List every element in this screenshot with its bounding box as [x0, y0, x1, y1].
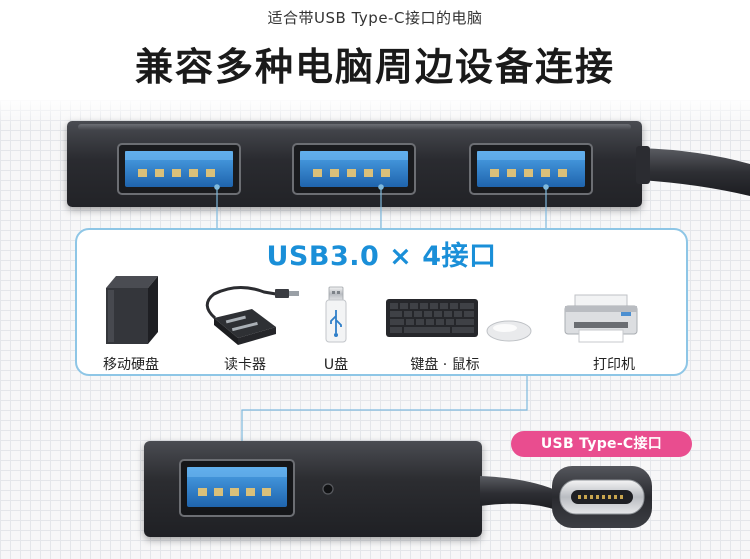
- type-c-connector-icon: [552, 466, 652, 528]
- usb-port: [179, 459, 295, 517]
- indicator-led: [322, 483, 334, 495]
- usb-port: [117, 143, 241, 195]
- card-reader-icon: [205, 286, 299, 345]
- usb-flash-drive-icon: [325, 286, 347, 343]
- device-label: 读卡器: [224, 357, 266, 373]
- page-title: 兼容多种电脑周边设备连接: [134, 45, 615, 89]
- subtitle: 适合带USB Type-C接口的电脑: [267, 9, 483, 27]
- hub-top-highlight: [78, 124, 631, 130]
- usb-port: [292, 143, 416, 195]
- hub-cable-top: [636, 146, 750, 196]
- external-hard-drive-icon: [106, 276, 158, 344]
- device-label: 键盘 · 鼠标: [410, 357, 480, 373]
- type-c-cable: [480, 476, 560, 510]
- device-label: 移动硬盘: [103, 357, 159, 373]
- printer-icon: [564, 294, 638, 343]
- type-c-badge: USB Type-C接口: [511, 431, 692, 457]
- usb-port: [469, 143, 593, 195]
- device-label: U盘: [323, 357, 349, 373]
- device-label: 打印机: [593, 357, 635, 373]
- leader-lines: [214, 184, 549, 461]
- panel-heading: USB3.0 × 4接口: [266, 241, 497, 272]
- keyboard-mouse-icon: [386, 299, 532, 342]
